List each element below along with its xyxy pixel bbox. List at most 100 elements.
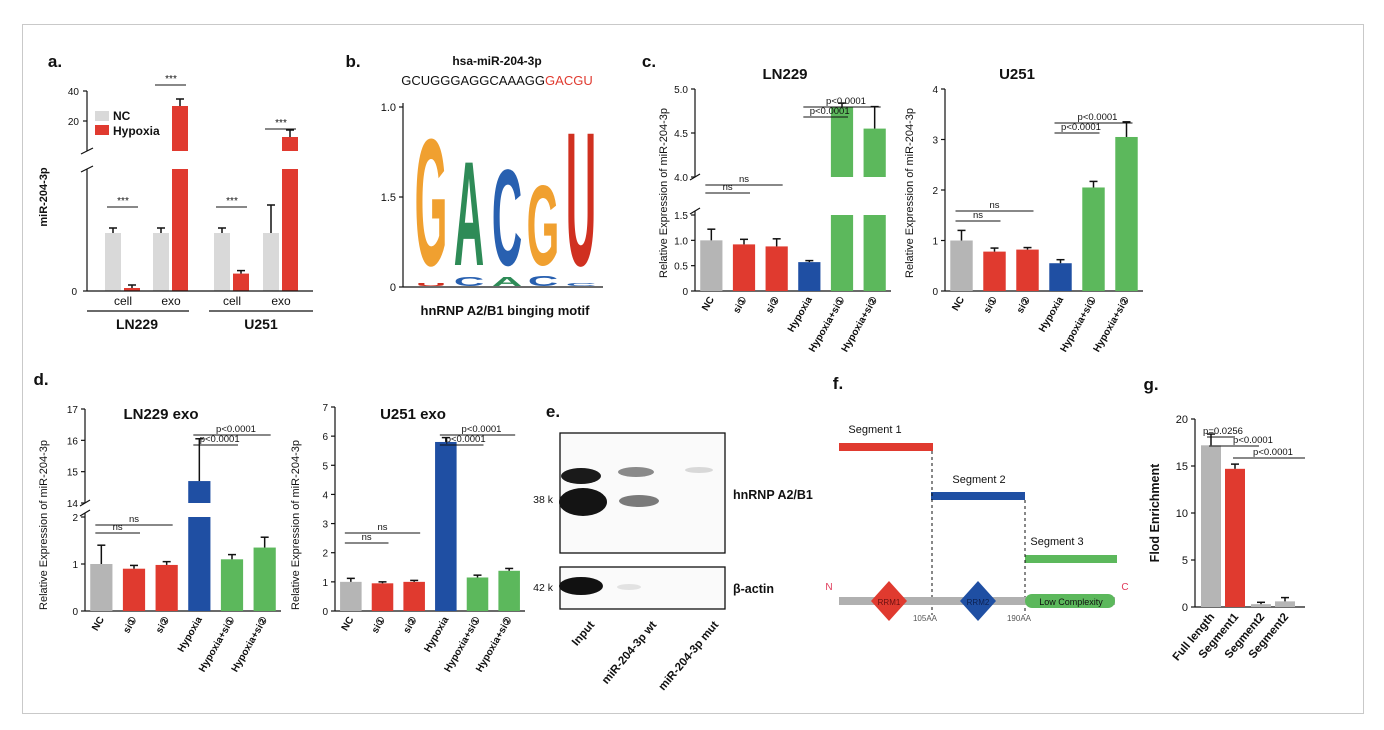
e-lane-label: Input (570, 619, 597, 648)
c1-ylabel: Relative Expression of miR-204-3p (658, 108, 670, 278)
c1-ytick-label: 1.0 (674, 236, 688, 247)
c2-sig-label: ns (973, 210, 983, 221)
c2-title: U251 (999, 66, 1035, 83)
d2-sig-label: p<0.0001 (446, 434, 486, 445)
a-bar-hypoxia-upper (282, 137, 298, 151)
b-motif-minor-letter: A (492, 274, 522, 289)
b-motif-letter: U (566, 94, 596, 307)
c2-ytick-label: 2 (932, 186, 938, 197)
f-segment-bar-1 (839, 443, 933, 451)
d2-ytick-label: 5 (322, 461, 328, 472)
a-ylabel: miR-204-3p (38, 167, 50, 227)
d2-sig-label: ns (362, 532, 372, 543)
a-group-label: cell (114, 294, 132, 308)
d1-bar (188, 517, 211, 611)
f-tick-label: 105AA (913, 614, 938, 623)
d1-bar-upper (188, 481, 211, 503)
e-band (561, 468, 601, 484)
f-domain-label: RRM1 (878, 598, 901, 607)
d2-ytick-label: 6 (322, 432, 328, 443)
c2-xtick-label: NC (950, 295, 967, 313)
d2-bar (466, 577, 489, 611)
a-sig-label: *** (117, 196, 129, 207)
d2-bar (498, 570, 520, 611)
d1-ylabel: Relative Expression of miR-204-3p (38, 440, 50, 610)
d2-sig-label: p<0.0001 (462, 424, 502, 435)
g-bar (1275, 601, 1295, 607)
c1-ytick-label: 0.5 (674, 262, 688, 273)
c1-bar (700, 240, 723, 291)
g-ytick-label: 5 (1182, 555, 1188, 567)
c1-xtick-label: Hypoxia (786, 295, 815, 335)
b-motif-minor-letter: C (454, 275, 484, 289)
c2-bar (1016, 249, 1039, 291)
g-bar (1251, 604, 1271, 607)
f-tick-label: 190AA (1007, 614, 1032, 623)
d1-title: LN229 exo (123, 406, 198, 423)
a-sig-label: *** (165, 74, 177, 85)
d1-ytick-label: 1 (72, 560, 78, 571)
d1-bar (155, 564, 178, 611)
d2-bar (403, 581, 425, 611)
panel-label-a: a. (48, 52, 62, 71)
f-domain-rrm2 (960, 581, 996, 621)
a-axis-break (80, 165, 94, 173)
a-sig-label: *** (226, 196, 238, 207)
d1-bar (122, 568, 146, 611)
c2-xtick-label: si② (1015, 295, 1033, 316)
c2-ytick-label: 4 (932, 85, 938, 96)
c1-bar-upper (830, 106, 854, 177)
b-motif-minor-letter: C (528, 273, 558, 289)
d1-axis-break (79, 509, 91, 517)
d1-ytick-label: 14 (67, 499, 79, 510)
d2-ytick-label: 0 (322, 607, 328, 618)
d2-ytick-label: 3 (322, 520, 328, 531)
g-sig-label: p<0.0001 (1233, 435, 1273, 446)
a-group-label: cell (223, 294, 241, 308)
b-ytick-label: 0 (390, 282, 396, 294)
g-sig-label: p=0.0256 (1203, 426, 1243, 437)
c2-bar (1082, 187, 1105, 291)
d2-xtick-label: Hypoxia (422, 615, 451, 655)
a-bar-nc (153, 233, 169, 291)
b-title: hsa-miR-204-3p (452, 54, 541, 68)
c2-ylabel: Relative Expression of miR-204-3p (904, 108, 916, 278)
c2-sig-label: p<0.0001 (1061, 122, 1101, 133)
f-domain-rrm1 (871, 581, 907, 621)
c1-xtick-label: si② (764, 295, 782, 316)
c1-ytick-label: 4.0 (674, 173, 688, 184)
d1-ytick-label: 0 (72, 607, 78, 618)
g-ylabel: Flod Enrichment (1148, 463, 1162, 562)
a-legend-nc: NC (113, 109, 131, 123)
a-ytick-label: 0 (71, 287, 77, 298)
panel-label-e: e. (546, 402, 560, 421)
c1-bar (732, 244, 756, 291)
b-seq-prefix: GCUGGGAGGCAAAGG (401, 73, 545, 88)
d1-sig-label: p<0.0001 (216, 424, 256, 435)
c1-ytick-label: 1.5 (674, 211, 688, 222)
c2-xtick-label: Hypoxia (1037, 295, 1066, 335)
d1-xtick-label: si② (154, 615, 172, 636)
c2-sig-label: ns (989, 200, 999, 211)
panel-label-c: c. (642, 52, 656, 71)
d1-ytick-label: 15 (67, 468, 79, 479)
f-domain-lowcomplexity (1025, 594, 1115, 608)
g-ytick-label: 20 (1176, 414, 1188, 426)
d2-xtick-label: NC (340, 615, 357, 633)
c2-bar (983, 251, 1006, 291)
d2-bar (340, 581, 362, 611)
g-ytick-label: 10 (1176, 508, 1188, 520)
d1-ytick-label: 17 (67, 405, 79, 416)
c2-xtick-label: si① (982, 295, 1000, 316)
d2-xtick-label: si② (402, 615, 420, 636)
g-bar (1201, 445, 1221, 607)
f-segment-bar-2 (931, 492, 1025, 500)
c2-ytick-label: 3 (932, 136, 938, 147)
d1-xtick-label: si① (121, 615, 139, 636)
g-bar (1225, 468, 1245, 607)
c1-ytick-label: 0 (682, 287, 688, 298)
d2-ytick-label: 7 (322, 403, 328, 414)
d2-ylabel: Relative Expression of miR-204-3p (290, 440, 302, 610)
c2-bar (950, 240, 973, 291)
d2-ytick-label: 2 (322, 549, 328, 560)
